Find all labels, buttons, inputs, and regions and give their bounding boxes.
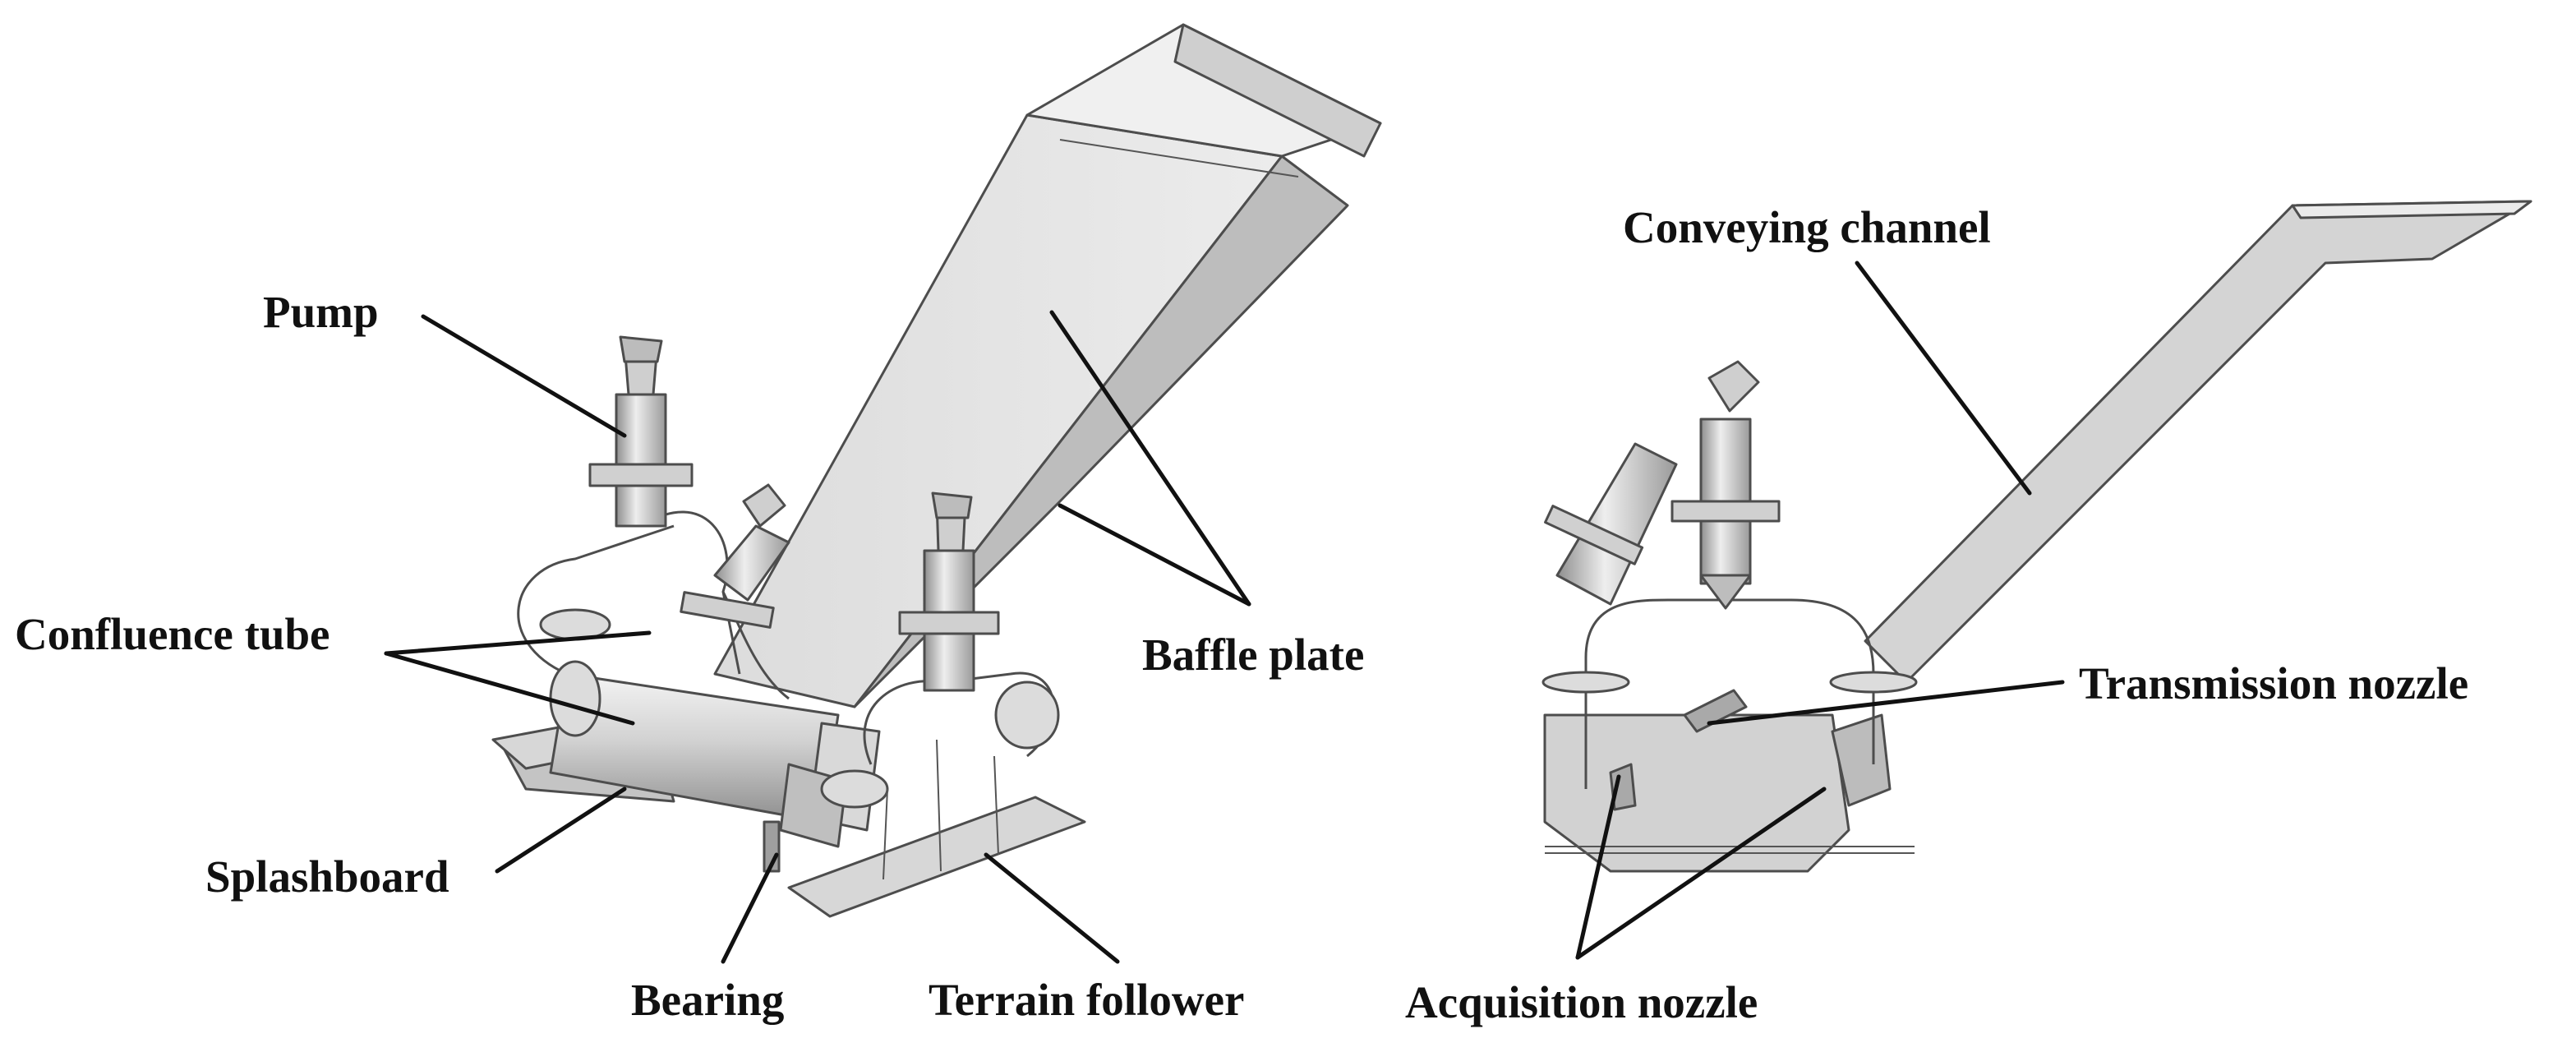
pump-right-shape (898, 491, 1000, 692)
leader-pump (421, 314, 627, 438)
leader-baffle-2 (1058, 503, 1251, 607)
pump-left-shape (588, 335, 694, 528)
leader-acquisition-2 (1575, 787, 1827, 960)
label-transmission-nozzle: Transmission nozzle (2079, 658, 2468, 708)
label-conveying-channel: Conveying channel (1623, 202, 1991, 252)
right-assembly (1541, 200, 2532, 873)
baffle-plate-shape (713, 23, 1382, 708)
leader-acquisition-1 (1575, 774, 1621, 960)
leader-confluence-1 (384, 630, 652, 656)
label-acquisition-nozzle: Acquisition nozzle (1405, 977, 1758, 1027)
leader-terrain (984, 852, 1120, 964)
leader-conveying (1855, 261, 2032, 496)
pump-center-shape (680, 483, 790, 629)
leader-baffle-1 (1049, 310, 1251, 607)
terrain-follower-shape (787, 796, 1086, 918)
leader-confluence-2 (384, 651, 635, 726)
label-baffle-plate: Baffle plate (1142, 630, 1364, 680)
leader-transmission (1707, 680, 2065, 726)
conveying-channel-shape (1864, 200, 2532, 684)
leader-splashboard (495, 787, 627, 874)
label-bearing: Bearing (631, 975, 784, 1025)
label-splashboard: Splashboard (205, 851, 449, 902)
pipe-loop-left (517, 524, 675, 676)
leader-bearing (721, 852, 779, 964)
label-pump: Pump (263, 287, 379, 337)
label-terrain-follower: Terrain follower (929, 975, 1244, 1025)
labels: Pump Confluence tube Splashboard Bearing… (15, 202, 2468, 1027)
transmission-nozzle-shape (1683, 689, 1748, 733)
left-assembly (491, 23, 1382, 918)
machine-body-shape (1543, 713, 1850, 873)
label-confluence-tube: Confluence tube (15, 609, 329, 659)
leader-lines (384, 261, 2065, 964)
